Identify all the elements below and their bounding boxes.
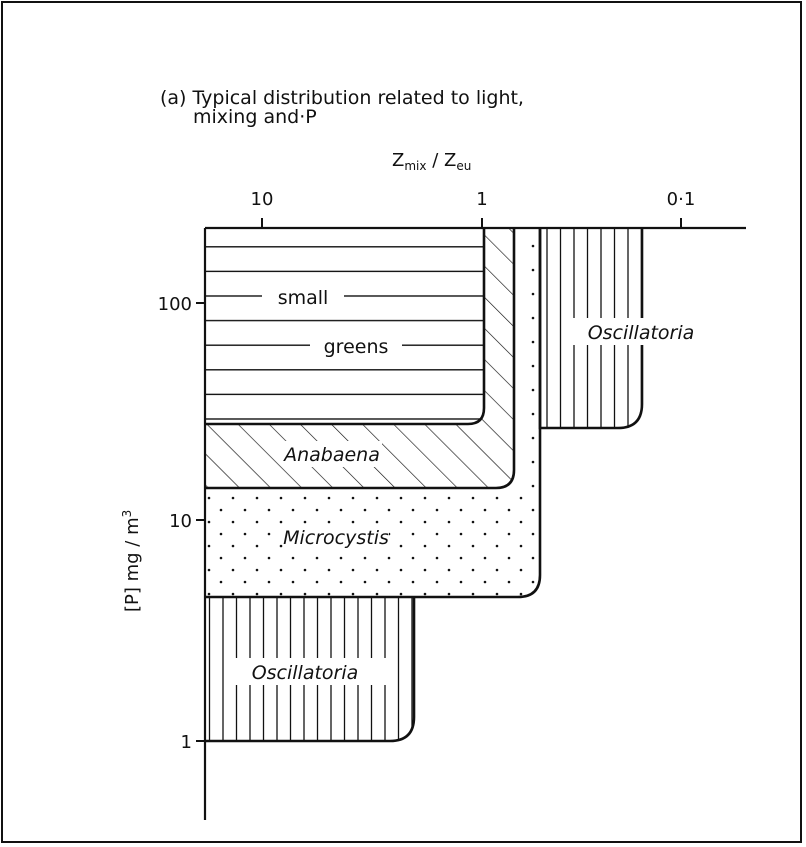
title-line-1: (a) Typical distribution related to ligh… xyxy=(160,87,524,109)
microcystis-label-bg xyxy=(283,524,389,550)
small-greens-boundary xyxy=(205,228,486,426)
anabaena-label: Anabaena xyxy=(282,444,380,466)
left-tick-label-10: 10 xyxy=(169,511,192,532)
microcystis-label: Microcystis xyxy=(283,527,389,549)
top-tick-label-1: 1 xyxy=(476,189,487,210)
left-tick-label-100: 100 xyxy=(158,294,192,315)
oscillatoria-lower-label-bg xyxy=(226,658,386,685)
small-label-bg xyxy=(262,284,344,310)
left-axis-label: [P] mg / m3 xyxy=(120,510,143,612)
left-tick-label-1: 1 xyxy=(181,732,192,753)
microcystis-boundary xyxy=(205,228,542,599)
oscillatoria-upper-label-bg xyxy=(562,318,720,345)
anabaena-label-bg xyxy=(282,441,382,467)
oscillatoria-upper-label: Oscillatoria xyxy=(588,322,695,344)
oscillatoria-lower-label: Oscillatoria xyxy=(252,662,359,684)
title-line-2: mixing and·P xyxy=(193,106,317,128)
oscillatoria-lower-boundary xyxy=(205,597,416,743)
small-greens-fill xyxy=(205,228,484,424)
top-tick-label-0.1: 0·1 xyxy=(667,189,696,210)
oscillatoria-upper-boundary xyxy=(538,228,644,430)
anabaena-boundary xyxy=(205,228,516,490)
small-greens-label-small: small xyxy=(278,287,329,309)
top-axis-label: Zmix / Zeu xyxy=(392,150,471,173)
top-tick-label-10: 10 xyxy=(251,189,274,210)
greens-label-bg xyxy=(310,333,402,359)
small-greens-label-greens: greens xyxy=(324,336,389,358)
